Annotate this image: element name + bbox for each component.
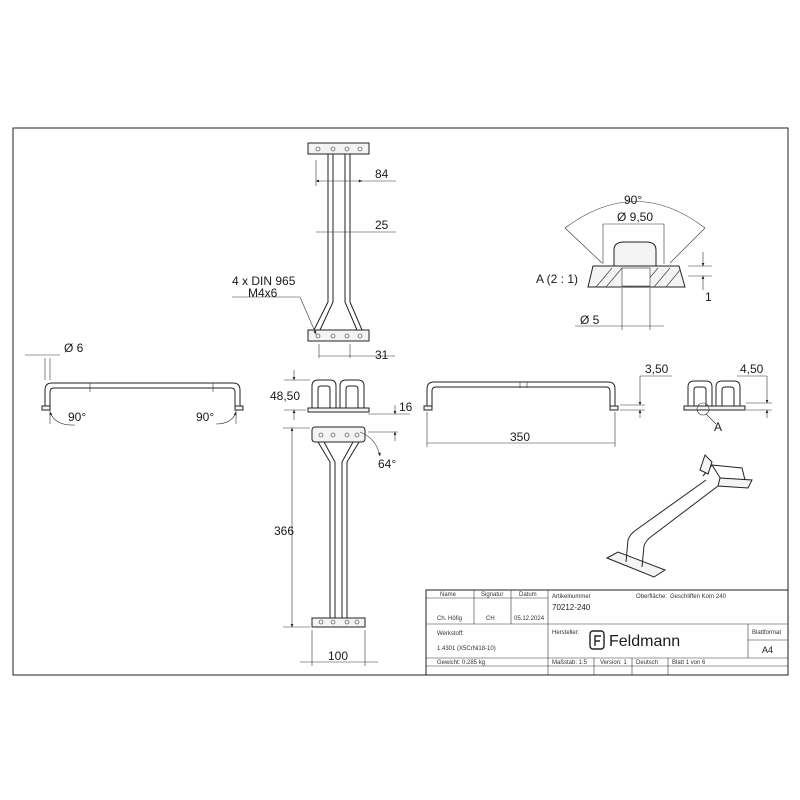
dimension-4-50: 4,50 — [737, 362, 772, 418]
tb-signatur: CH — [486, 616, 495, 622]
angle-left: 90° — [49, 410, 86, 426]
dim-350-label: 350 — [510, 430, 530, 444]
dim-dia6-label: Ø 6 — [64, 341, 84, 355]
detail-angle-label: 90° — [624, 193, 642, 207]
dimension-350: 350 — [426, 412, 616, 447]
tb-hersteller-label: Hersteller: — [552, 630, 580, 636]
angle-64: 64° — [359, 431, 396, 471]
dimension-dia6: Ø 6 — [25, 341, 84, 380]
left-side-view — [41, 382, 244, 411]
dim-84-label: 84 — [375, 167, 389, 181]
small-front-view: A — [683, 380, 746, 434]
dimension-3-50: 3,50 — [620, 362, 672, 418]
dim-3-50-label: 3,50 — [645, 362, 669, 376]
isometric-view — [605, 454, 753, 578]
dimension-100: 100 — [300, 630, 378, 666]
detail-scale-label: A (2 : 1) — [536, 272, 578, 286]
angle-right: 90° — [196, 410, 237, 425]
dim-31-label: 31 — [375, 348, 389, 362]
drawing-frame — [12, 127, 789, 676]
right-side-view — [423, 381, 619, 411]
detail-a-marker: A — [714, 420, 722, 434]
tb-name: Ch. Höfig — [437, 616, 462, 622]
tb-artikel-nr: 70212-240 — [552, 603, 591, 612]
detail-dia-9-50-label: Ø 9,50 — [617, 210, 653, 224]
feldmann-logo-icon — [589, 630, 605, 650]
dim-366-label: 366 — [274, 524, 294, 538]
dim-25-label: 25 — [375, 218, 389, 232]
detail-a: 90° Ø 9,50 A (2 : 1) 1 Ø 5 — [536, 193, 712, 330]
tb-artikel-label: Artikelnummer — [552, 594, 591, 600]
tb-sprache: Deutsch — [636, 660, 658, 666]
dimension-84: 84 — [315, 160, 396, 186]
dim-100-label: 100 — [328, 649, 348, 663]
front-view — [307, 379, 370, 413]
dim-48-50-label: 48,50 — [270, 389, 300, 403]
dimension-25: 25 — [316, 218, 396, 233]
tb-werkstoff-value: 1.4301 (X5CrNi18-10) — [437, 646, 496, 652]
dimension-366: 366 — [274, 427, 310, 628]
dimension-48-50: 48,50 — [270, 370, 310, 420]
bottom-view — [311, 426, 366, 628]
detail-d1-label: 1 — [705, 290, 712, 304]
tb-oberflaeche-value: Geschliffen Korn 240 — [670, 594, 727, 600]
dimension-31: 31 — [319, 348, 395, 362]
tb-werkstoff-label: Werkstoff: — [437, 631, 464, 637]
title-block: Name Signatur Datum Ch. Höfig CH 05.12.2… — [425, 589, 789, 676]
tb-header-name: Name — [440, 592, 457, 598]
dimension-16: 16 — [368, 400, 413, 441]
tb-datum: 05.12.2024 — [514, 616, 545, 622]
dim-16-label: 16 — [399, 400, 413, 414]
tb-header-signatur: Signatur — [481, 592, 503, 598]
tb-version: Version: 1 — [600, 660, 627, 666]
angle-64-label: 64° — [378, 457, 396, 471]
screw-callout: 4 x DIN 965 M4x6 — [232, 274, 317, 335]
screw-callout-line1: 4 x DIN 965 — [232, 274, 296, 288]
tb-header-datum: Datum — [519, 592, 537, 598]
angle-right-label: 90° — [196, 410, 214, 424]
dim-4-50-label: 4,50 — [740, 362, 764, 376]
tb-massstab: Maßstab: 1:5 — [552, 660, 588, 666]
top-view — [307, 142, 370, 358]
tb-blatt: Blatt 1 von 6 — [672, 660, 706, 666]
tb-blattformat-value: A4 — [762, 645, 773, 655]
tb-blattformat-label: Blattformat — [752, 630, 781, 636]
tb-logo-text: Feldmann — [609, 633, 680, 650]
angle-left-label: 90° — [68, 410, 86, 424]
tb-gewicht: Gewicht: 0.285 kg — [437, 660, 485, 666]
screw-callout-line2: M4x6 — [248, 286, 278, 300]
detail-dia5-label: Ø 5 — [580, 313, 600, 327]
tb-oberflaeche-label: Oberfläche: — [636, 594, 667, 600]
